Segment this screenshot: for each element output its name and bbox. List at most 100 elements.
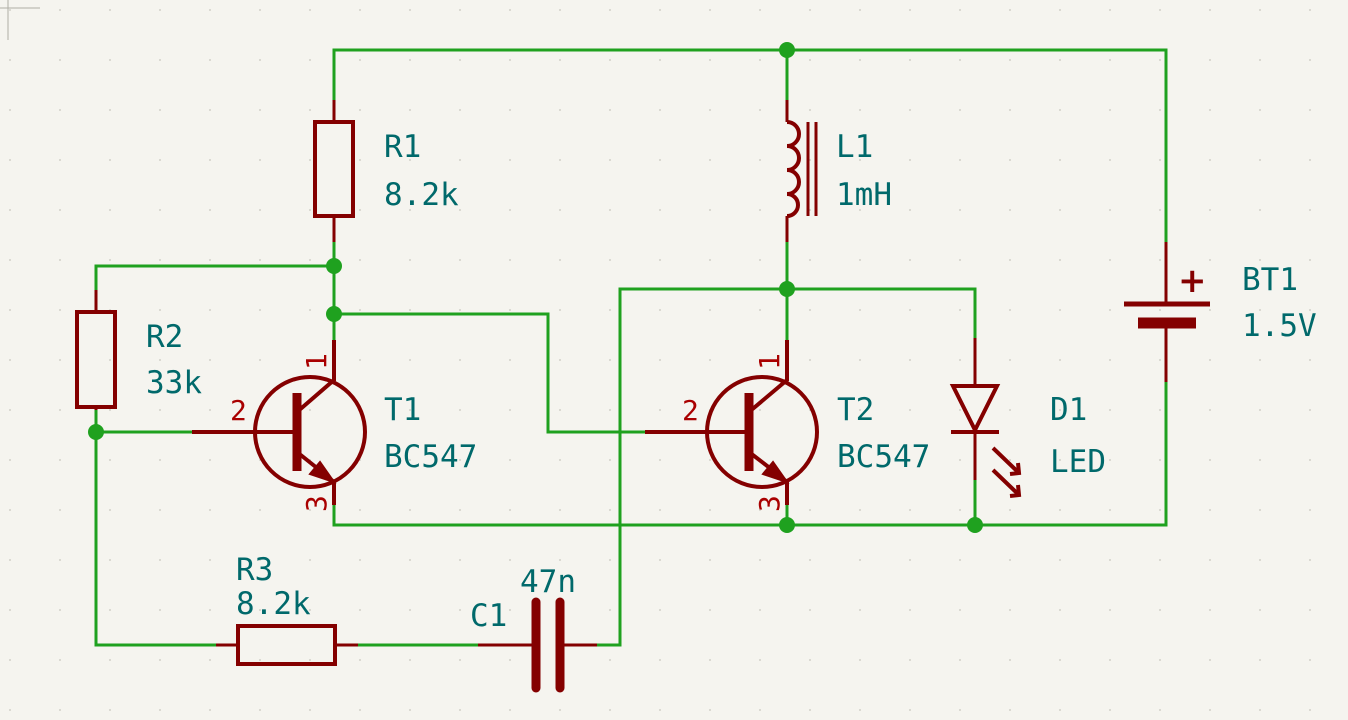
grid-dot <box>59 159 61 161</box>
grid-dot <box>1009 459 1011 461</box>
grid-dot <box>909 559 911 561</box>
grid-dot <box>409 309 411 311</box>
grid-dot <box>559 409 561 411</box>
grid-dot <box>1009 9 1011 11</box>
grid-dot <box>1209 559 1211 561</box>
junction-t2-emitter[interactable] <box>779 517 795 533</box>
junction-t1-base[interactable] <box>88 424 104 440</box>
grid-dot <box>359 659 361 661</box>
t1-pin-2-label: 2 <box>230 394 247 427</box>
grid-dot <box>1209 609 1211 611</box>
grid-dot <box>1309 159 1311 161</box>
grid-dot <box>1259 209 1261 211</box>
grid-dot <box>609 609 611 611</box>
grid-dot <box>459 409 461 411</box>
grid-dot <box>259 59 261 61</box>
grid-dot <box>359 159 361 161</box>
grid-dot <box>809 309 811 311</box>
wire-r2-to-t1-base[interactable] <box>94 408 218 647</box>
grid-dot <box>459 509 461 511</box>
grid-dot <box>109 709 111 711</box>
grid-dot <box>959 559 961 561</box>
r3-value-label: 8.2k <box>236 586 311 622</box>
grid-dot <box>959 109 961 111</box>
wire-t2-collector-to-c1[interactable] <box>595 287 789 647</box>
grid-dot <box>559 509 561 511</box>
grid-dot <box>709 359 711 361</box>
grid-dot <box>459 159 461 161</box>
grid-dot <box>709 59 711 61</box>
grid-dot <box>1159 409 1161 411</box>
grid-dot <box>59 209 61 211</box>
grid-dot <box>9 609 11 611</box>
grid-dot <box>209 59 211 61</box>
grid-dot <box>859 259 861 261</box>
grid-dot <box>1209 259 1211 261</box>
resistor-r2[interactable]: R2 33k <box>75 290 202 410</box>
grid-dot <box>1259 609 1261 611</box>
grid-dot <box>609 159 611 161</box>
grid-dot <box>1309 559 1311 561</box>
grid-dot <box>1209 359 1211 361</box>
wire-r2-top[interactable] <box>94 264 336 292</box>
d1-ref-label: D1 <box>1050 392 1087 428</box>
grid-dot <box>9 409 11 411</box>
grid-dot <box>1259 9 1261 11</box>
grid-dot <box>1209 209 1211 211</box>
transistor-t1[interactable]: 2 1 3 T1 BC547 <box>192 340 477 512</box>
led-d1[interactable]: D1 LED <box>949 338 1106 498</box>
grid-dot <box>59 709 61 711</box>
grid-dot <box>859 409 861 411</box>
transistor-t2[interactable]: 2 1 3 T2 BC547 <box>645 340 930 512</box>
grid-dot <box>759 259 761 261</box>
grid-dot <box>1259 259 1261 261</box>
grid-dot <box>9 709 11 711</box>
grid-dot <box>109 9 111 11</box>
wire-t2-collector-to-d1[interactable] <box>785 287 977 340</box>
grid-dot <box>709 209 711 211</box>
r2-value-label: 33k <box>146 365 202 401</box>
grid-dot <box>909 109 911 111</box>
grid-dot <box>359 709 361 711</box>
capacitor-c1[interactable]: C1 47n <box>470 564 597 693</box>
inductor-l1[interactable]: L1 1mH <box>785 100 892 242</box>
junction-top-l1[interactable] <box>779 42 795 58</box>
grid-dot <box>309 409 311 411</box>
resistor-r3[interactable]: R3 8.2k <box>216 552 358 666</box>
grid-dot <box>1259 659 1261 661</box>
junction-d1-cathode[interactable] <box>967 517 983 533</box>
battery-bt1[interactable]: + BT1 1.5V <box>1124 242 1317 382</box>
grid-dot <box>909 659 911 661</box>
grid-dot <box>909 309 911 311</box>
grid-dot <box>209 509 211 511</box>
grid-dot <box>659 659 661 661</box>
resistor-r1[interactable]: R1 8.2k <box>313 100 459 242</box>
grid-dot <box>309 59 311 61</box>
wires <box>94 48 1168 647</box>
grid-dot <box>759 59 761 61</box>
t1-value-label: BC547 <box>384 439 477 475</box>
junction-t1-collector[interactable] <box>326 306 342 322</box>
grid-dot <box>909 709 911 711</box>
junction-r1-r2[interactable] <box>326 258 342 274</box>
junction-t2-collector[interactable] <box>779 281 795 297</box>
grid-dot <box>159 59 161 61</box>
grid-dot <box>159 259 161 261</box>
grid-dot <box>259 609 261 611</box>
grid-dot <box>1009 259 1011 261</box>
r1-ref-label: R1 <box>384 129 421 165</box>
grid-dot <box>359 359 361 361</box>
grid-dot <box>509 609 511 611</box>
grid-dot <box>1059 209 1061 211</box>
grid-dot <box>1059 109 1061 111</box>
grid-dot <box>1309 359 1311 361</box>
grid-dot <box>209 709 211 711</box>
grid-dot <box>1109 109 1111 111</box>
grid-dot <box>609 709 611 711</box>
grid-dot <box>959 659 961 661</box>
wire-t1-collector-to-t2-base[interactable] <box>332 312 647 434</box>
grid-dot <box>1309 209 1311 211</box>
grid-dot <box>359 209 361 211</box>
grid-dot <box>959 259 961 261</box>
grid-dot <box>509 59 511 61</box>
